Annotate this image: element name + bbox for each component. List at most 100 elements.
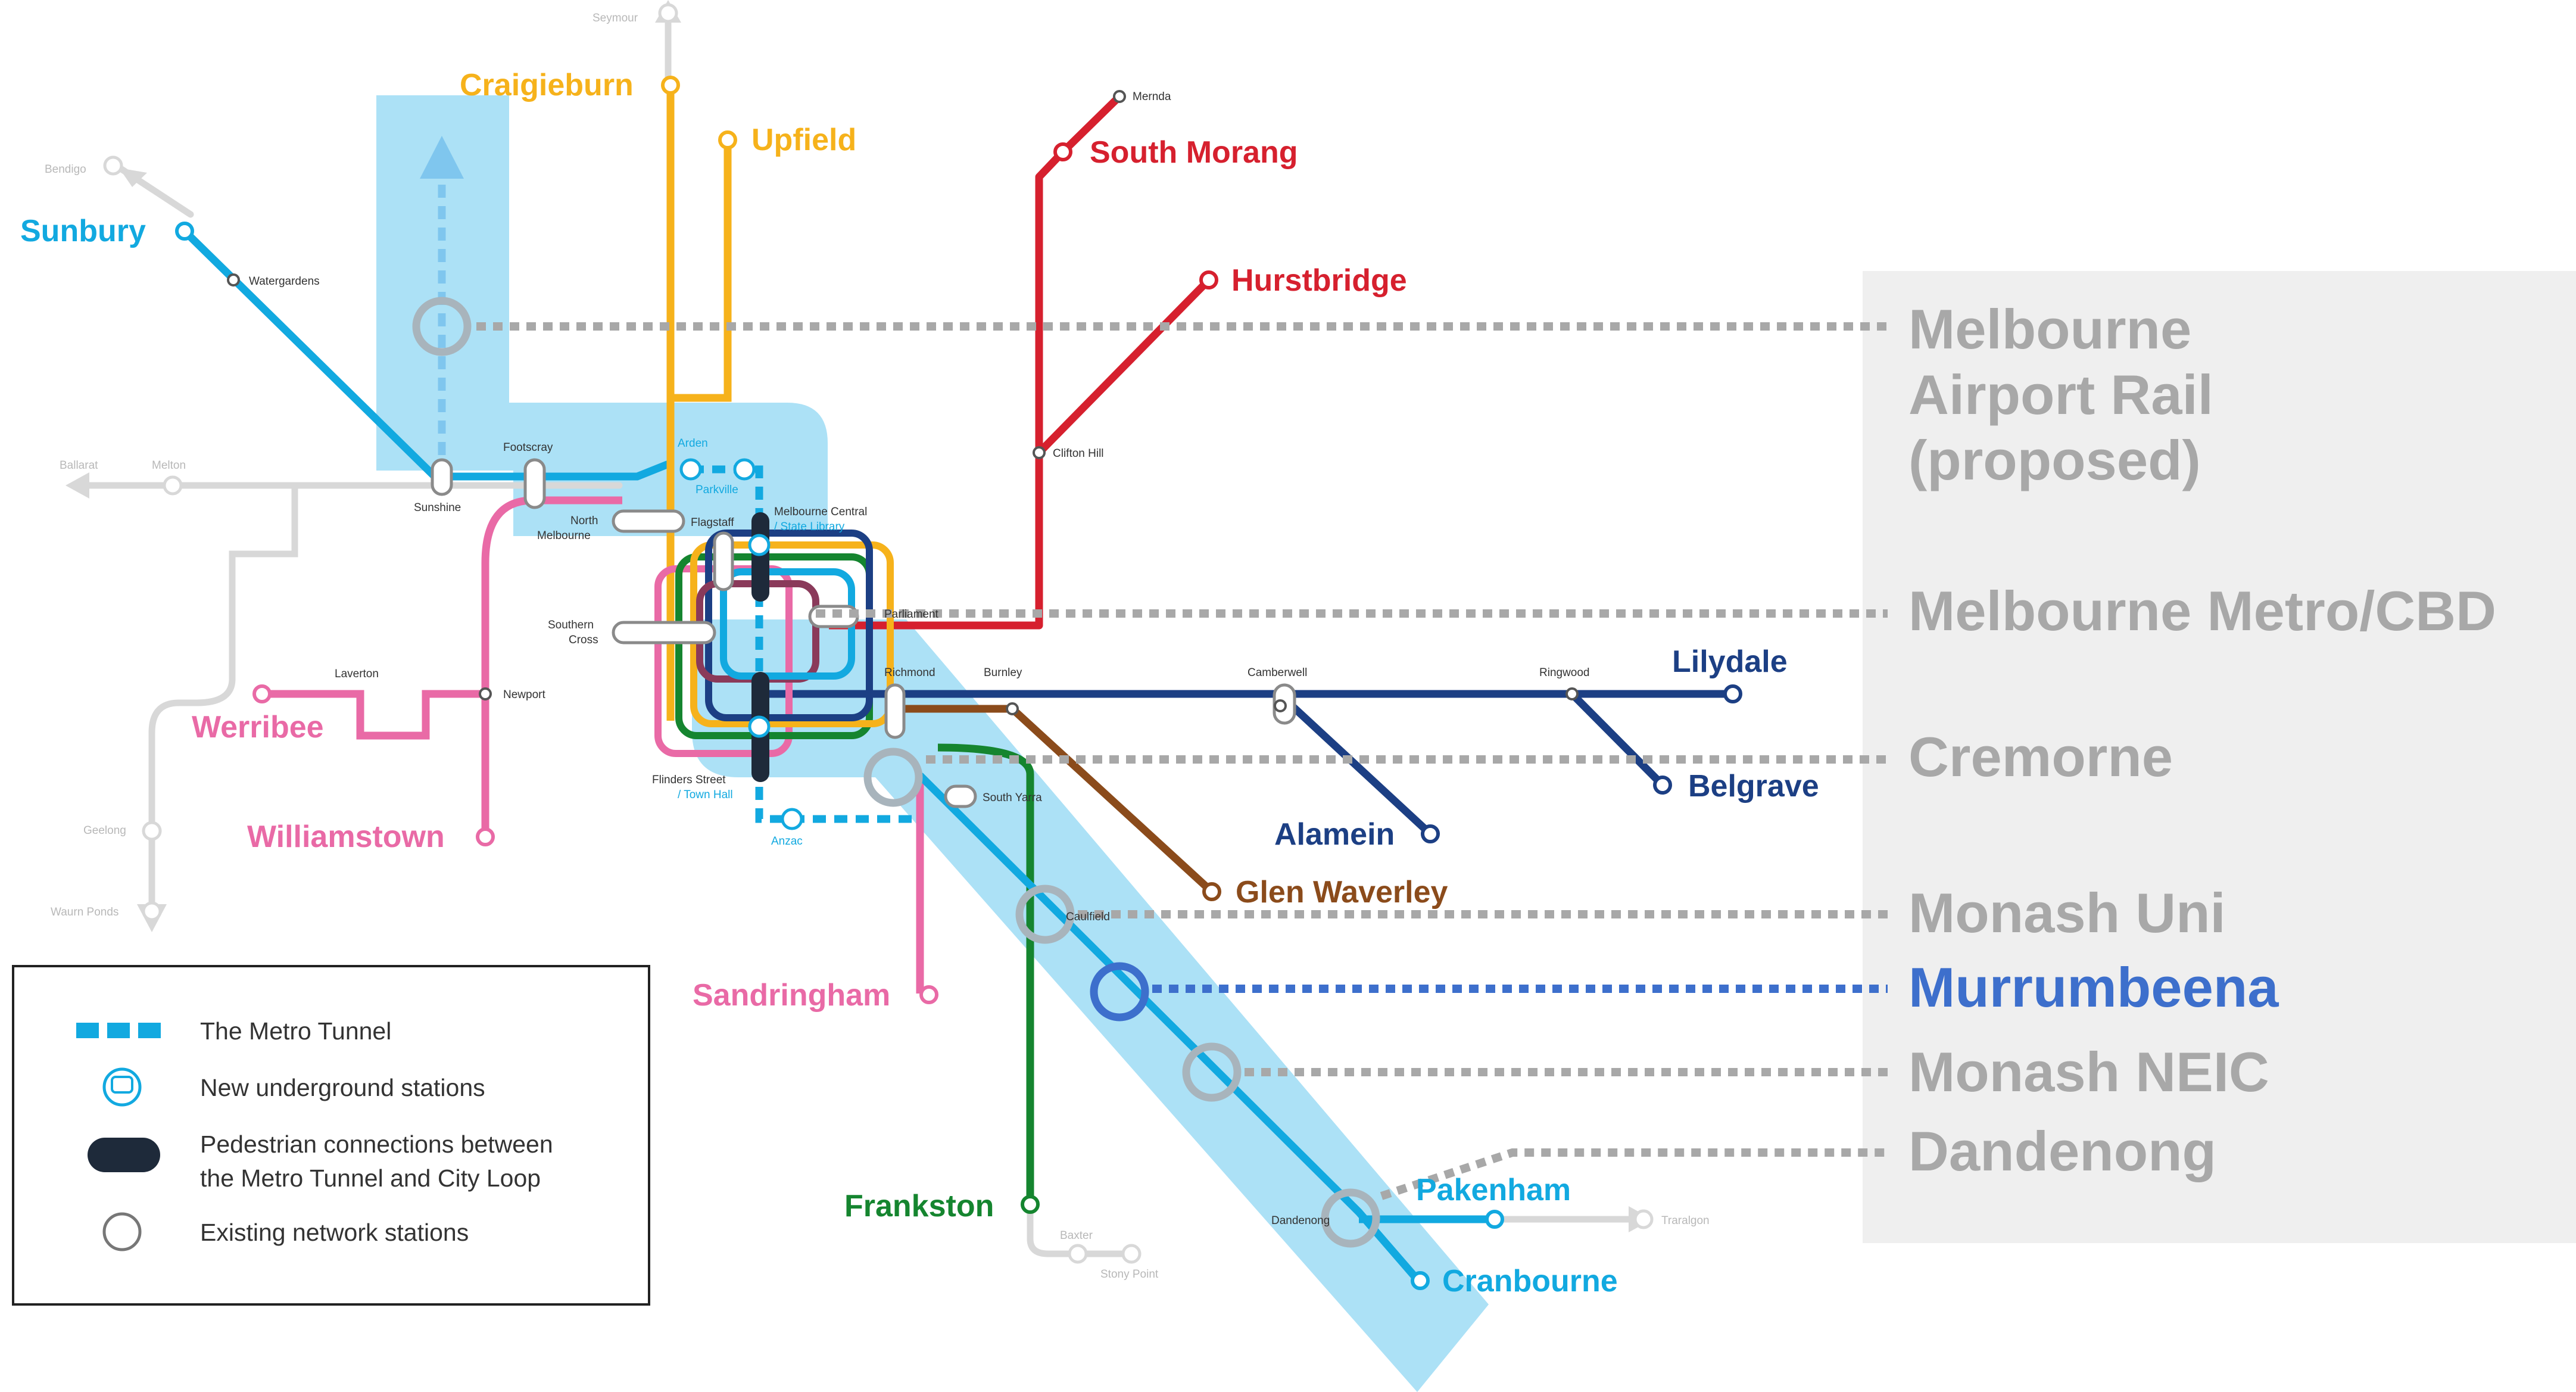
stony-point-label: Stony Point: [1100, 1268, 1159, 1281]
werribee-line: [262, 496, 622, 740]
station-ring-icon: [1723, 684, 1742, 703]
callout-cremorne: Cremorne: [1908, 725, 2173, 788]
footscray-label: Footscray: [503, 441, 553, 454]
callout-monash-neic: Monash NEIC: [1908, 1041, 2269, 1103]
legend-metro-tunnel: The Metro Tunnel: [200, 1017, 391, 1045]
callout-murrumbeena: Murrumbeena: [1908, 956, 2279, 1019]
bendigo-label: Bendigo: [45, 163, 86, 176]
sunbury-label: Sunbury: [20, 214, 146, 248]
werribee-label: Werribee: [192, 710, 324, 745]
pakenham-label: Pakenham: [1416, 1173, 1571, 1207]
train-in-circle-icon: [748, 534, 771, 556]
waurn-ponds-label: Waurn Ponds: [51, 906, 118, 918]
callout-rings: [412, 297, 1380, 1248]
line-labels: Craigieburn Upfield Sunbury South Morang…: [20, 68, 1819, 1298]
cremorne-ring: [863, 748, 923, 807]
station-ring-icon: [1485, 1210, 1504, 1229]
southern-cross-label-2: Cross: [569, 634, 598, 646]
caulfield-label: Caulfield: [1066, 911, 1110, 923]
belgrave-line: [1569, 691, 1666, 788]
anzac-label: Anzac: [771, 835, 803, 848]
north-melbourne-label-1: North: [570, 515, 598, 527]
seymour-label: Seymour: [592, 12, 638, 24]
arden-label: Arden: [678, 437, 708, 450]
frankston-line: [937, 743, 1034, 1204]
parliament-label: Parliament: [884, 608, 939, 621]
train-in-circle-icon: [781, 808, 803, 830]
parkville-label: Parkville: [696, 484, 738, 496]
station-ring-icon: [1202, 882, 1221, 901]
burnley-label: Burnley: [984, 667, 1022, 679]
station-ring-icon: [1199, 270, 1218, 289]
south-morang-line: [829, 94, 1122, 630]
sunshine-label: Sunshine: [414, 502, 461, 514]
murrumbeena-ring: [1090, 962, 1149, 1022]
mernda-label: Mernda: [1133, 91, 1171, 103]
flagstaff-label: Flagstaff: [691, 516, 734, 529]
cbd-highlight-band: [692, 619, 1489, 1392]
pedestrian-swatch: [88, 1138, 160, 1172]
ringwood-label: Ringwood: [1539, 667, 1590, 679]
metro-tunnel-swatch: [76, 1023, 161, 1038]
callout-metro-cbd: Melbourne Metro/CBD: [1908, 580, 2496, 642]
clifton-hill-label: Clifton Hill: [1053, 447, 1104, 460]
train-in-circle-icon: [748, 715, 771, 738]
newport-label: Newport: [503, 689, 545, 701]
laverton-label: Laverton: [335, 668, 379, 680]
lilydale-label: Lilydale: [1672, 644, 1788, 679]
belgrave-label: Belgrave: [1688, 769, 1819, 804]
station-ring-icon: [718, 130, 737, 150]
state-library-label: / State Library: [774, 521, 845, 533]
station-ring-icon: [476, 827, 495, 846]
watergardens-label: Watergardens: [249, 275, 320, 288]
north-melbourne-label-2: Melbourne: [537, 530, 591, 542]
station-ring-icon: [661, 76, 680, 95]
sandringham-label: Sandringham: [693, 978, 890, 1013]
station-labels: Seymour Bendigo Watergardens Ballarat Me…: [45, 12, 1710, 1281]
town-hall-label: / Town Hall: [678, 789, 733, 801]
airport-arrow-icon: [420, 136, 464, 179]
upfield-line: [670, 140, 732, 402]
legend: The Metro Tunnel New underground station…: [12, 965, 650, 1306]
south-yarra-label: South Yarra: [983, 792, 1042, 804]
melton-label: Melton: [152, 459, 186, 472]
legend-underground: New underground stations: [200, 1074, 485, 1101]
station-ring-icon: [1021, 1195, 1040, 1214]
monash-uni-ring: [1015, 885, 1075, 944]
flinders-street-label: Flinders Street: [652, 774, 726, 786]
callout-dandenong: Dandenong: [1908, 1120, 2216, 1182]
dandenong-ring: [1321, 1188, 1380, 1248]
craigieburn-label: Craigieburn: [460, 68, 634, 102]
ballarat-label: Ballarat: [60, 459, 98, 472]
train-in-circle-icon: [679, 458, 702, 481]
upfield-label: Upfield: [751, 123, 856, 157]
interchange-pills: [431, 458, 1296, 808]
traralgon-label: Traralgon: [1661, 1215, 1710, 1227]
station-dots: [175, 76, 1742, 1290]
metro-tunnel-line: [691, 465, 920, 823]
train-in-circle-icon: [102, 1067, 142, 1107]
airport-highlight-band: [376, 95, 828, 536]
small-station-dots: [227, 90, 1579, 715]
airport-ring: [412, 297, 472, 356]
callout-monash-uni: Monash Uni: [1908, 882, 2226, 944]
southern-cross-label-1: Southern: [548, 619, 594, 631]
callout-labels: Melbourne Airport Rail (proposed) Melbou…: [1908, 298, 2496, 1182]
station-ring-icon: [1411, 1271, 1430, 1290]
station-ring-icon: [1421, 824, 1440, 843]
station-ring-icon: [252, 684, 272, 703]
camberwell-label: Camberwell: [1248, 667, 1307, 679]
train-in-circle-icon: [733, 458, 756, 481]
cranbourne-label: Cranbourne: [1442, 1264, 1618, 1298]
legend-existing: Existing network stations: [200, 1219, 469, 1246]
dandenong-station-label: Dandenong: [1271, 1215, 1330, 1227]
glen-waverley-label: Glen Waverley: [1236, 875, 1448, 910]
legend-pedestrian-line-2: the Metro Tunnel and City Loop: [200, 1164, 541, 1192]
callout-leaders: [476, 322, 1888, 1200]
regional-station-dots: [103, 3, 1654, 1264]
station-ring-icon: [1653, 776, 1672, 795]
geelong-label: Geelong: [83, 824, 126, 837]
frankston-label: Frankston: [844, 1189, 994, 1223]
richmond-label: Richmond: [884, 667, 935, 679]
